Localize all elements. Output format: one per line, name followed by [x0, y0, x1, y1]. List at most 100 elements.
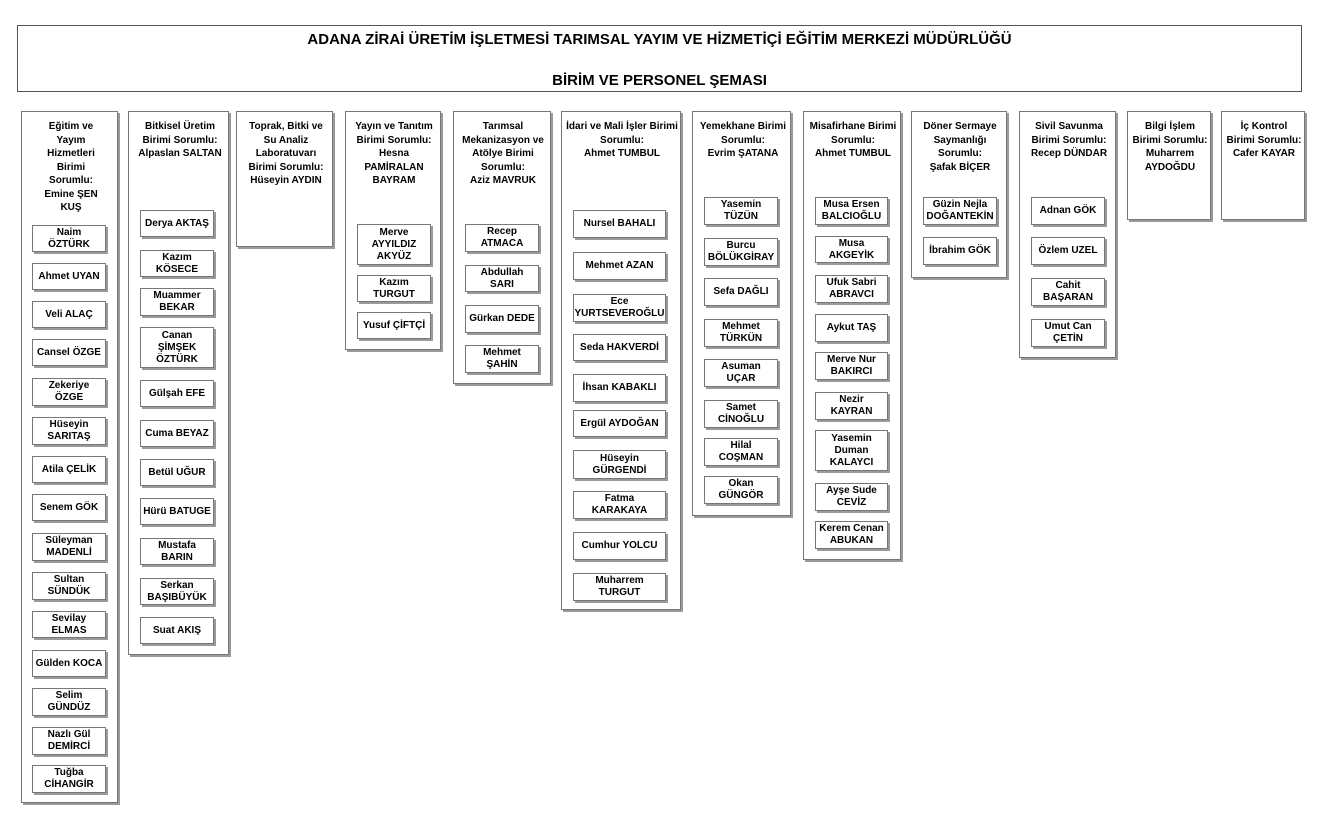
chart-subtitle: BİRİM VE PERSONEL ŞEMASI [552, 72, 767, 89]
staff-box: Serkan BAŞIBÜYÜK [140, 578, 214, 605]
staff-box: Adnan GÖK [1031, 197, 1105, 225]
unit-head: Aziz MAVRUK [470, 175, 536, 186]
unit-box: İç Kontrol Birimi Sorumlu: Cafer KAYAR [1221, 111, 1305, 220]
unit-title: Eğitim ve Yayım Hizmetleri Birimi Soruml… [36, 120, 106, 215]
staff-box: Veli ALAÇ [32, 301, 106, 328]
staff-box: Hüseyin GÜRGENDİ [573, 450, 666, 479]
staff-box: Betül UĞUR [140, 459, 214, 486]
staff-box: Merve Nur BAKIRCI [815, 352, 888, 380]
unit-name: Bitkisel Üretim Birimi Sorumlu: [142, 121, 218, 146]
staff-box: Derya AKTAŞ [140, 210, 214, 237]
unit-head: Alpaslan SALTAN [138, 148, 222, 159]
unit-head: Evrim ŞATANA [707, 148, 779, 159]
unit-title: Döner Sermaye Saymanlığı Sorumlu: Şafak B… [917, 120, 1003, 174]
staff-box: Ece YURTSEVEROĞLU [573, 294, 666, 322]
staff-box: Canan ŞİMŞEK ÖZTÜRK [140, 327, 214, 368]
staff-box: Kazım KÖSECE [140, 250, 214, 277]
unit-head: Recep DÜNDAR [1030, 148, 1108, 159]
staff-box: Sevilay ELMAS [32, 611, 106, 638]
staff-box: Cahit BAŞARAN [1031, 278, 1105, 306]
chart-header: ADANA ZİRAİ ÜRETİM İŞLETMESİ TARIMSAL YA… [17, 25, 1302, 92]
staff-box: Samet CİNOĞLU [704, 400, 778, 428]
staff-box: Kazım TURGUT [357, 275, 431, 302]
unit-title: İç Kontrol Birimi Sorumlu: Cafer KAYAR [1226, 120, 1302, 161]
staff-box: Fatma KARAKAYA [573, 491, 666, 519]
staff-box: Cuma BEYAZ [140, 420, 214, 447]
staff-box: Nezir KAYRAN [815, 392, 888, 420]
staff-box: Seda HAKVERDİ [573, 334, 666, 361]
unit-title: Bitkisel Üretim Birimi Sorumlu: Alpaslan … [133, 120, 227, 161]
unit-title: Yemekhane Birimi Sorumlu: Evrim ŞATANA [698, 120, 788, 161]
unit-title: Toprak, Bitki ve Su Analiz Laboratuvarı … [244, 120, 328, 188]
staff-box: Özlem UZEL [1031, 237, 1105, 265]
staff-box: Atila ÇELİK [32, 456, 106, 483]
unit-head: Şafak BİÇER [929, 161, 991, 173]
staff-box: Yusuf ÇİFTÇİ [357, 312, 431, 339]
unit-title: Misafirhane Birimi Sorumlu: Ahmet TUMBUL [808, 120, 898, 161]
staff-box: İbrahim GÖK [923, 237, 997, 265]
staff-box: Yasemin TÜZÜN [704, 197, 778, 225]
staff-box: Aykut TAŞ [815, 314, 888, 342]
staff-box: Yasemin Duman KALAYCI [815, 430, 888, 471]
staff-box: Umut Can ÇETİN [1031, 319, 1105, 347]
unit-name: Yayın ve Tanıtım Birimi Sorumlu: [355, 121, 433, 146]
unit-head: Emine ŞEN KUŞ [44, 188, 98, 214]
unit-head: Muharrem AYDOĞDU [1144, 148, 1196, 173]
staff-box: Musa Ersen BALCIOĞLU [815, 197, 888, 225]
staff-box: Muharrem TURGUT [573, 573, 666, 601]
unit-name: Sivil Savunma Birimi Sorumlu: [1031, 121, 1107, 146]
unit-name: İdari ve Mali İşler Birimi Sorumlu: [566, 121, 678, 146]
staff-box: Okan GÜNGÖR [704, 476, 778, 504]
unit-title: Sivil Savunma Birimi Sorumlu: Recep DÜNDA… [1024, 120, 1114, 161]
unit-title: Yayın ve Tanıtım Birimi Sorumlu:Hesna PA… [352, 120, 436, 188]
unit-name: İç Kontrol Birimi Sorumlu: [1226, 121, 1302, 146]
staff-box: Gürkan DEDE [465, 305, 539, 333]
unit-title: Bilgi İşlem Birimi Sorumlu:Muharrem AYDO… [1132, 120, 1208, 174]
staff-box: Kerem Cenan ABUKAN [815, 521, 888, 549]
unit-name: Toprak, Bitki ve Su Analiz Laboratuvarı … [248, 121, 324, 173]
staff-box: Recep ATMACA [465, 224, 539, 252]
unit-name: Bilgi İşlem Birimi Sorumlu: [1132, 121, 1208, 146]
unit-title: İdari ve Mali İşler Birimi Sorumlu:Ahmet… [566, 120, 678, 161]
staff-box: Gülden KOCA [32, 650, 106, 677]
staff-box: Nursel BAHALI [573, 210, 666, 238]
staff-box: Sultan SÜNDÜK [32, 572, 106, 600]
staff-box: Sefa DAĞLI [704, 278, 778, 306]
organization-title: ADANA ZİRAİ ÜRETİM İŞLETMESİ TARIMSAL YA… [307, 31, 1012, 48]
staff-box: Hüseyin SARITAŞ [32, 417, 106, 445]
unit-name: Tarımsal Mekanizasyon ve Atölye Birimi S… [462, 121, 544, 173]
staff-box: Cumhur YOLCU [573, 532, 666, 560]
staff-box: Cansel ÖZGE [32, 339, 106, 366]
staff-box: Naim ÖZTÜRK [32, 225, 106, 252]
staff-box: Nazlı Gül DEMİRCİ [32, 727, 106, 755]
staff-box: Ergül AYDOĞAN [573, 410, 666, 437]
unit-name: Döner Sermaye Saymanlığı Sorumlu: [923, 121, 997, 159]
staff-box: Mehmet AZAN [573, 252, 666, 280]
staff-box: Mehmet ŞAHİN [465, 345, 539, 373]
staff-box: Senem GÖK [32, 494, 106, 521]
unit-box: Bilgi İşlem Birimi Sorumlu:Muharrem AYDO… [1127, 111, 1211, 220]
staff-box: Gülşah EFE [140, 380, 214, 407]
staff-box: Selim GÜNDÜZ [32, 688, 106, 716]
staff-box: Muammer BEKAR [140, 288, 214, 316]
unit-head: Ahmet TUMBUL [814, 148, 892, 159]
unit-name: Eğitim ve Yayım Hizmetleri Birimi Soruml… [47, 121, 95, 186]
staff-box: Hilal COŞMAN [704, 438, 778, 466]
staff-box: Tuğba CİHANGİR [32, 765, 106, 793]
staff-box: Suat AKIŞ [140, 617, 214, 644]
staff-box: Musa AKGEYİK [815, 236, 888, 263]
unit-head: Cafer KAYAR [1232, 148, 1296, 159]
unit-box: Sivil Savunma Birimi Sorumlu: Recep DÜNDA… [1019, 111, 1116, 358]
staff-box: Asuman UÇAR [704, 359, 778, 387]
unit-name: Misafirhane Birimi Sorumlu: [809, 121, 897, 146]
unit-head: Hesna PAMİRALAN BAYRAM [364, 148, 424, 186]
staff-box: Ahmet UYAN [32, 263, 106, 290]
staff-box: Merve AYYILDIZ AKYÜZ [357, 224, 431, 265]
unit-name: Yemekhane Birimi Sorumlu: [699, 121, 787, 146]
staff-box: Süleyman MADENLİ [32, 533, 106, 561]
staff-box: Hürü BATUGE [140, 498, 214, 525]
staff-box: Mustafa BARIN [140, 538, 214, 565]
staff-box: Ayşe Sude CEVİZ [815, 483, 888, 511]
staff-box: Burcu BÖLÜKGİRAY [704, 238, 778, 266]
unit-title: Tarımsal Mekanizasyon ve Atölye Birimi S… [461, 120, 545, 188]
